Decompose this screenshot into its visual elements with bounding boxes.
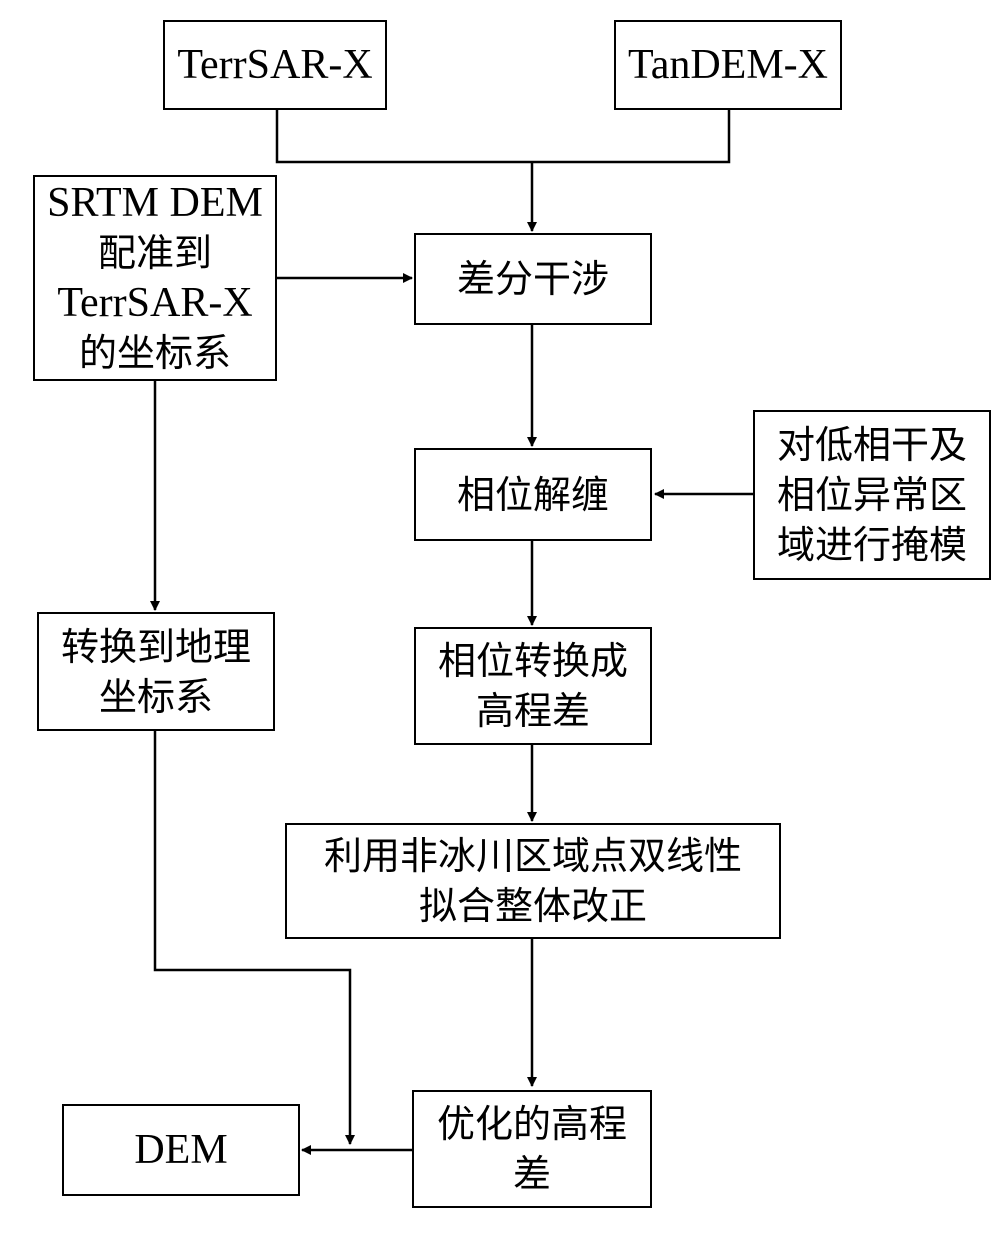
node-bilinear-fit-correction: 利用非冰川区域点双线性 拟合整体改正: [285, 823, 781, 939]
node-label: 高程差: [475, 689, 590, 733]
node-convert-geographic: 转换到地理 坐标系: [37, 612, 275, 731]
node-label: 利用非冰川区域点双线性: [323, 834, 742, 878]
node-phase-unwrapping: 相位解缠: [414, 448, 652, 541]
node-label: 坐标系: [98, 674, 213, 719]
node-terrsar-x: TerrSAR-X: [163, 20, 387, 110]
node-label: 差分干涉: [456, 257, 609, 301]
node-label: DEM: [134, 1127, 228, 1173]
node-label: 转换到地理: [60, 624, 251, 669]
node-label: 相位异常区: [776, 473, 967, 517]
connector-terrsar-merge: [275, 110, 731, 164]
node-label: 配准到: [97, 231, 212, 275]
node-dem: DEM: [62, 1104, 300, 1196]
node-label: SRTM DEM: [47, 180, 263, 226]
node-srtm-dem: SRTM DEM 配准到 TerrSAR-X 的坐标系: [33, 175, 277, 381]
node-label: 优化的高程: [436, 1102, 627, 1146]
node-label: 拟合整体改正: [418, 884, 647, 928]
node-phase-to-height: 相位转换成 高程差: [414, 627, 652, 745]
node-tandem-x: TanDEM-X: [614, 20, 842, 110]
connector-geo-to-dem: [153, 731, 355, 1145]
node-label: TanDEM-X: [627, 42, 828, 88]
node-label: 相位转换成: [437, 639, 628, 683]
node-differential-interferometry: 差分干涉: [414, 233, 652, 325]
node-label: 差: [512, 1152, 551, 1196]
node-optimized-height-diff: 优化的高程 差: [412, 1090, 652, 1208]
node-label: 域进行掩模: [776, 523, 967, 567]
node-masking: 对低相干及 相位异常区 域进行掩模: [753, 410, 991, 580]
node-label: 相位解缠: [456, 472, 609, 517]
node-label: TerrSAR-X: [177, 42, 373, 88]
node-label: 的坐标系: [78, 331, 231, 375]
node-label: TerrSAR-X: [57, 280, 253, 326]
node-label: 对低相干及: [776, 423, 967, 467]
